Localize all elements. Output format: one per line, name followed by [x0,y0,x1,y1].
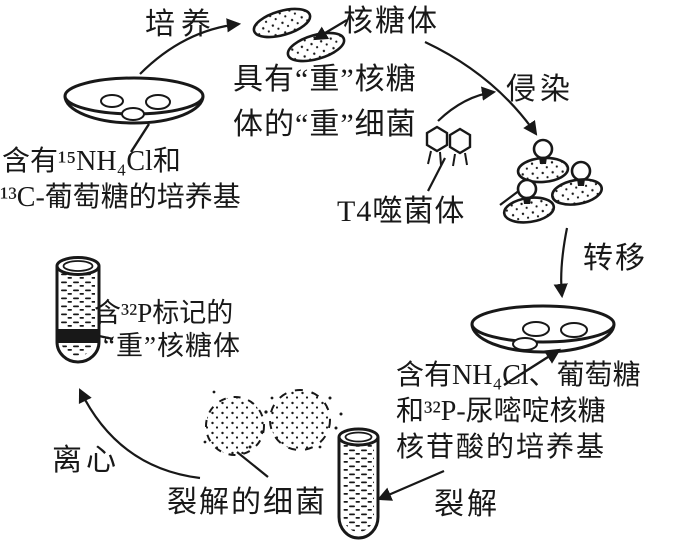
centrifuge-arrow [78,388,201,480]
culture-label: 培养 [145,8,217,41]
lysis-arrow [377,469,445,501]
t4-cluster-pointer-line [499,189,521,206]
culture-arrow [139,18,242,75]
medium2-label-line1: 含有NH₄Cl、葡萄糖 [396,360,641,391]
lysed-bacteria-label: 裂解的细菌 [167,486,327,519]
lysed-bacteria-cells [203,389,343,456]
medium1-label-line2: ¹³C-葡萄糖的培养基 [0,182,241,213]
centrifuge-label: 离心 [52,444,120,477]
petri-dish-2 [470,304,616,354]
result-label-line1: 含³²P标记的 [94,298,234,328]
t4-phage-label: T4噬菌体 [337,195,466,228]
petri-dish-1 [63,76,205,125]
heavy-bacteria-label-line1: 具有“重”核糖 [233,63,417,96]
test-tube-1 [55,256,101,364]
heavy-ribosome-band [57,329,99,343]
phage-join-arrow [437,86,497,122]
medium2-label-line2: 和³²P-尿嘧啶核糖 [396,396,606,427]
transfer-label: 转移 [583,242,647,275]
heavy-bacteria-label-line2: 体的“重”细菌 [233,108,417,141]
infected-bacteria-cluster [502,138,604,224]
bacterium-cell [502,196,556,224]
t4-phage-icon [425,125,472,167]
ribosome-label: 核糖体 [343,5,439,38]
medium1-label-line1: 含有¹⁵NH₄Cl和 [2,146,181,177]
bacterium-cell [286,31,346,63]
ribosome-pointer-arrow [313,19,348,41]
phage-head-icon [532,138,554,160]
bacterium-cell [516,156,570,184]
infect-label: 侵染 [506,73,574,106]
bacterium-cell [550,178,604,206]
t4-label-pointer-line [427,157,446,192]
dish1-pointer-line [129,123,151,153]
infect-curve-arrow [424,41,538,136]
heavy-bacteria-cells [252,7,346,63]
lysis-label: 裂解 [434,488,500,521]
transfer-arrow [553,227,569,299]
lysed-pointer-line [236,451,269,478]
result-label-line2: “重”核糖体 [103,331,241,361]
test-tube-2 [337,427,380,540]
medium2-label-line3: 核苷酸的培养基 [396,432,607,463]
band-pointer-line [98,334,114,341]
phage-head-icon [516,178,538,200]
dish2-pointer-arrow [503,348,561,387]
bacterium-cell [252,7,312,39]
phage-head-icon [570,160,592,182]
